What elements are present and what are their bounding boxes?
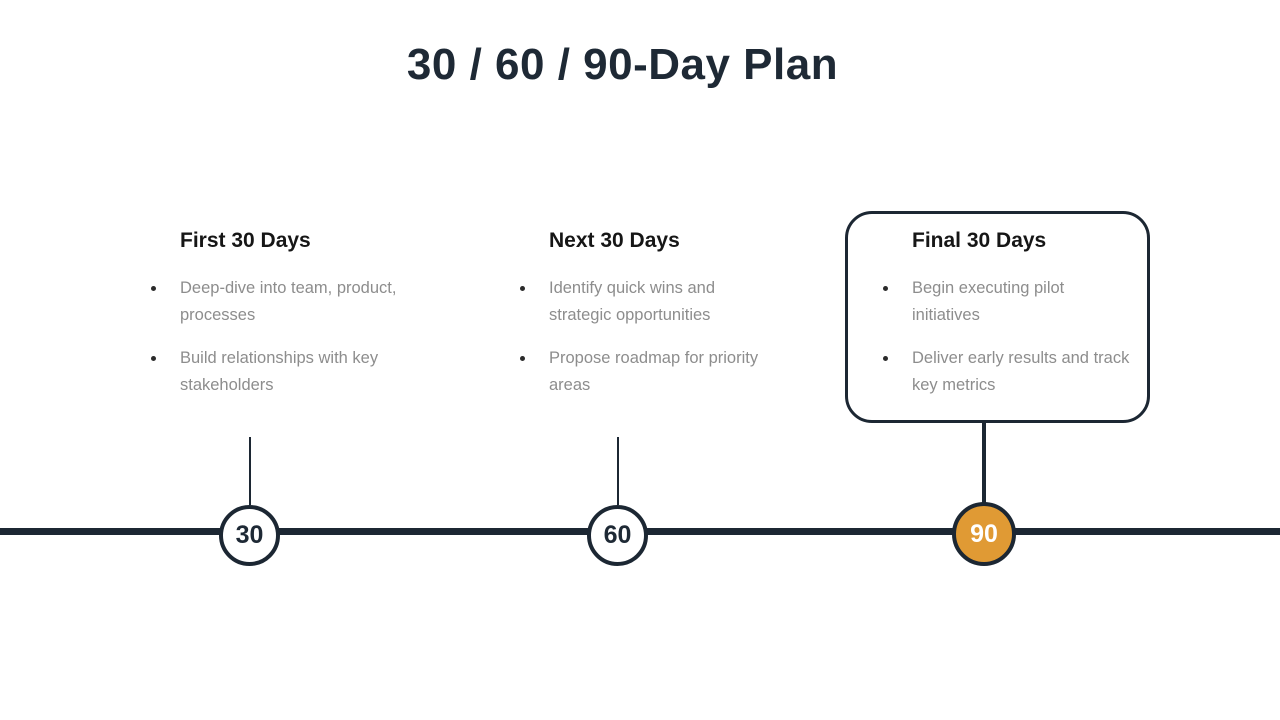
list-item-text: Deliver early results and track key metr… [912,349,1130,395]
milestone-label: 60 [603,521,632,549]
bullet-dot-icon [520,356,525,362]
bullet-dot-icon [151,286,156,292]
phase-heading: First 30 Days [180,229,311,252]
list-item-text: Identify quick wins and strategic opport… [549,279,716,325]
bullet-dot-icon [151,356,156,362]
list-item: Deep-dive into team, product, processes [151,275,411,329]
bullet-dot-icon [883,356,888,362]
list-item: Build relationships with key stakeholder… [151,345,411,399]
bullet-dot-icon [520,286,525,292]
list-item: Identify quick wins and strategic opport… [520,275,780,329]
list-item-text: Deep-dive into team, product, processes [180,279,397,325]
milestone-marker-30[interactable]: 30 [219,505,280,566]
phase-heading: Final 30 Days [912,229,1047,252]
phase-bullet-list: Identify quick wins and strategic opport… [520,275,780,399]
milestone-marker-90[interactable]: 90 [952,502,1016,566]
list-item: Propose roadmap for priority areas [520,345,780,399]
milestone-label: 90 [970,519,998,548]
list-item: Begin executing pilot initiatives [883,275,1133,329]
milestone-label: 30 [235,521,264,549]
list-item-text: Begin executing pilot initiatives [912,279,1065,325]
milestone-marker-60[interactable]: 60 [587,505,648,566]
connector-line-30 [249,437,251,505]
connector-line-90 [982,421,986,505]
phase-column-next-30-days: Next 30 Days Identify quick wins and str… [520,228,780,399]
phase-column-first-30-days: First 30 Days Deep-dive into team, produ… [151,228,411,399]
list-item-text: Propose roadmap for priority areas [549,349,759,395]
page-title: 30 / 60 / 90-Day Plan [406,40,839,89]
connector-line-60 [617,437,619,505]
bullet-dot-icon [883,286,888,292]
list-item-text: Build relationships with key stakeholder… [180,349,379,395]
phase-column-final-30-days: Final 30 Days Begin executing pilot init… [883,228,1133,399]
list-item: Deliver early results and track key metr… [883,345,1133,399]
final-phase-highlight-box [845,211,1150,423]
phase-bullet-list: Begin executing pilot initiatives Delive… [883,275,1133,399]
phase-heading: Next 30 Days [549,229,680,252]
phase-bullet-list: Deep-dive into team, product, processes … [151,275,411,399]
